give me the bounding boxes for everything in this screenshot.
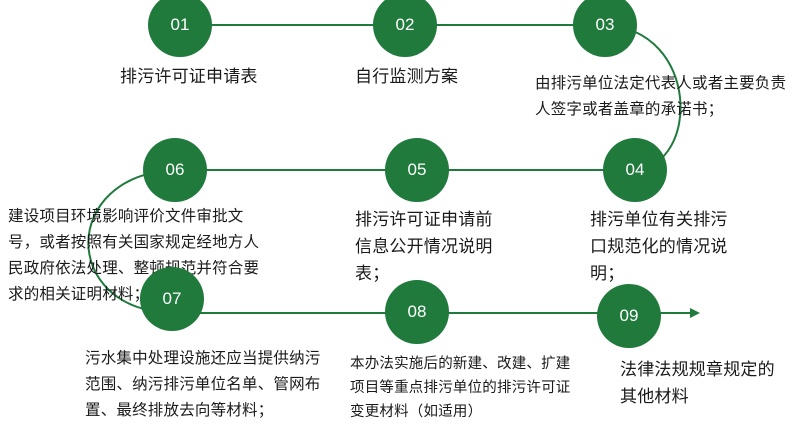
step-node-05: 05: [385, 138, 449, 202]
step-node-03: 03: [573, 0, 637, 57]
step-label-03: 由排污单位法定代表人或者主要负责人签字或者盖章的承诺书；: [535, 74, 787, 118]
step-node-07: 07: [140, 267, 204, 331]
step-node-06: 06: [143, 138, 207, 202]
flow-arrowhead: [690, 308, 700, 318]
step-label-01: 排污许可证申请表: [120, 67, 258, 87]
step-label-04: 排污单位有关排污口规范化的情况说明；: [590, 210, 728, 284]
step-node-04: 04: [603, 138, 667, 202]
step-label-07: 污水集中处理设施还应当提供纳污范围、纳污排污单位名单、管网布置、最终排放去向等材…: [85, 349, 321, 419]
step-label-05: 排污许可证申请前信息公开情况说明表；: [355, 210, 493, 284]
step-node-02: 02: [373, 0, 437, 57]
step-node-08: 08: [385, 280, 449, 344]
step-node-09: 09: [597, 284, 661, 348]
step-label-09: 法律法规规章规定的其他材料: [620, 360, 775, 407]
step-label-06: 建设项目环境影响评价文件审批文号，或者按照有关国家规定经地方人民政府依法处理、整…: [8, 207, 260, 303]
step-node-01: 01: [148, 0, 212, 57]
step-label-08: 本办法实施后的新建、改建、扩建项目等重点排污单位的排污许可证变更材料（如适用）: [350, 356, 571, 420]
step-label-02: 自行监测方案: [355, 67, 459, 87]
